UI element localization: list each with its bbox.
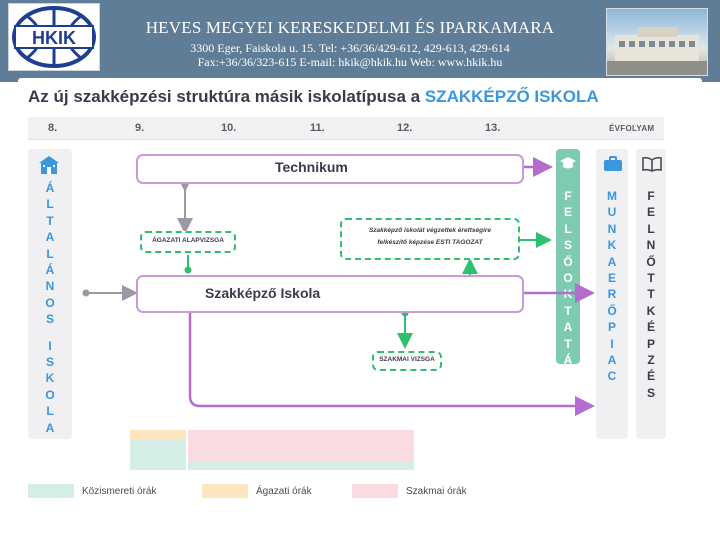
technikum-label: Technikum (275, 159, 348, 175)
szakkepzo-box (136, 275, 524, 313)
legend-agazati: Ágazati órák (256, 486, 312, 497)
szakmai-vizsga-label: SZAKMAI VIZSGA (372, 355, 442, 365)
legend-swatch-szakmai (352, 484, 398, 498)
kozismereti-hours-bar-2 (188, 462, 414, 470)
esti-tagozat-line2: felkészítő képzése ESTI TAGOZAT (342, 238, 518, 248)
szakmai-hours-bar (188, 430, 414, 462)
legend-kozismereti: Közismereti órák (82, 486, 156, 497)
agazati-alapvizsga-label: ÁGAZATI ALAPVIZSGA (140, 236, 236, 246)
kozismereti-hours-bar (130, 440, 186, 470)
szakkepzo-label: Szakképző Iskola (205, 285, 320, 301)
esti-tagozat-line1: Szakképző iskolát végzettek érettségire (342, 226, 518, 236)
legend-swatch-agazati (202, 484, 248, 498)
legend-szakmai: Szakmai órák (406, 486, 467, 497)
legend-swatch-kozismereti (28, 484, 74, 498)
agazati-hours-bar (130, 430, 186, 440)
